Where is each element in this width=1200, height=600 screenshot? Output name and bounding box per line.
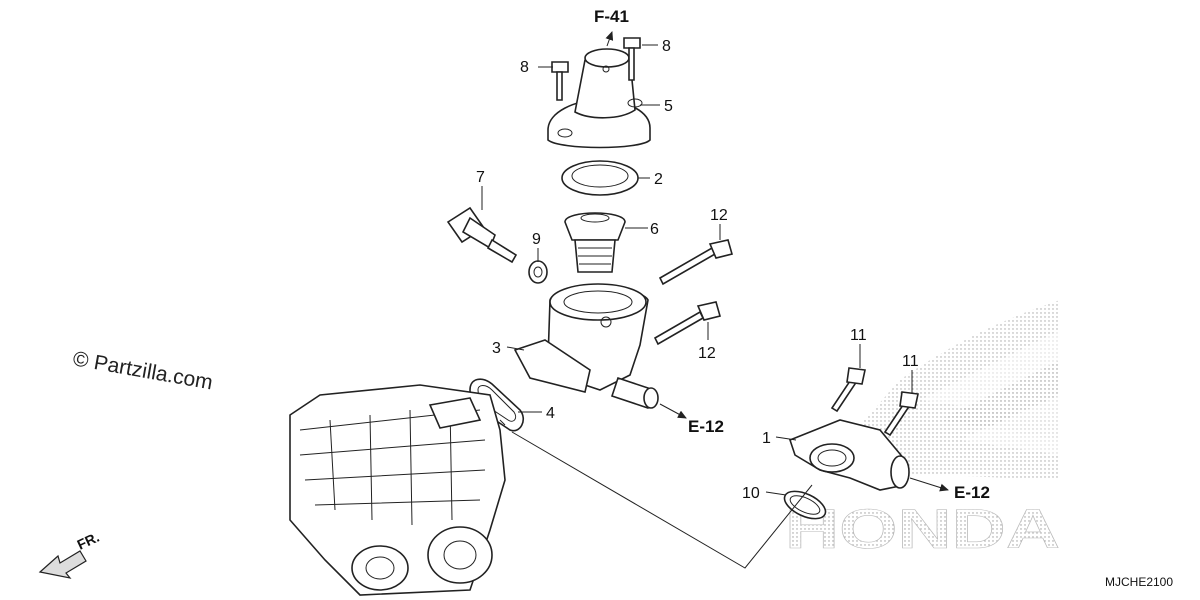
callout-2: 2 (654, 171, 663, 188)
part-8-bolt-right (623, 37, 641, 81)
ref-mid-arrow-icon (659, 403, 687, 419)
callout-11-left: 11 (850, 327, 867, 344)
callout-6: 6 (650, 221, 659, 238)
ref-right-arrow-icon (909, 477, 949, 492)
callout-8-left: 8 (520, 59, 529, 76)
callout-5: 5 (664, 98, 673, 115)
callout-3: 3 (492, 340, 501, 357)
callout-7: 7 (476, 169, 485, 186)
callout-4: 4 (546, 405, 555, 422)
part-3-thermostat-housing (513, 283, 659, 409)
part-8-bolt-left (551, 61, 569, 101)
callout-11-right: 11 (902, 353, 919, 370)
ref-label-e12-right: E-12 (954, 483, 990, 502)
hose-connection-line (511, 431, 813, 569)
callout-10: 10 (742, 485, 760, 502)
callout-8-right: 8 (662, 38, 671, 55)
leader-lines (481, 44, 913, 496)
diagram-code: MJCHE2100 (1105, 575, 1173, 589)
engine-block (289, 384, 506, 596)
part-5-thermostat-cover (547, 48, 651, 149)
front-arrow-icon (38, 550, 87, 579)
part-11-bolt-left (830, 367, 866, 413)
callout-1: 1 (762, 430, 771, 447)
ref-label-f41: F-41 (594, 7, 629, 26)
part-2-seal-ring (561, 160, 639, 196)
part-6-thermostat (564, 212, 626, 273)
part-11-bolt-right (883, 391, 919, 437)
callout-9: 9 (532, 231, 541, 248)
partzilla-watermark: © Partzilla.com (71, 347, 214, 394)
ref-top-arrow-icon (605, 31, 614, 47)
callout-12-upper: 12 (710, 207, 728, 224)
callout-12-lower: 12 (698, 345, 716, 362)
ref-label-e12-mid: E-12 (688, 417, 724, 436)
front-direction-indicator: FR. (38, 529, 102, 579)
front-label: FR. (75, 529, 102, 553)
part-1-water-outlet (789, 419, 910, 491)
part-10-o-ring (783, 490, 827, 520)
part-12-bolt-lower (653, 301, 721, 346)
honda-logo-text: HONDA (785, 497, 1060, 560)
part-7-temperature-sensor (446, 206, 518, 264)
part-12-bolt-upper (658, 239, 733, 286)
part-9-washer (528, 260, 548, 284)
